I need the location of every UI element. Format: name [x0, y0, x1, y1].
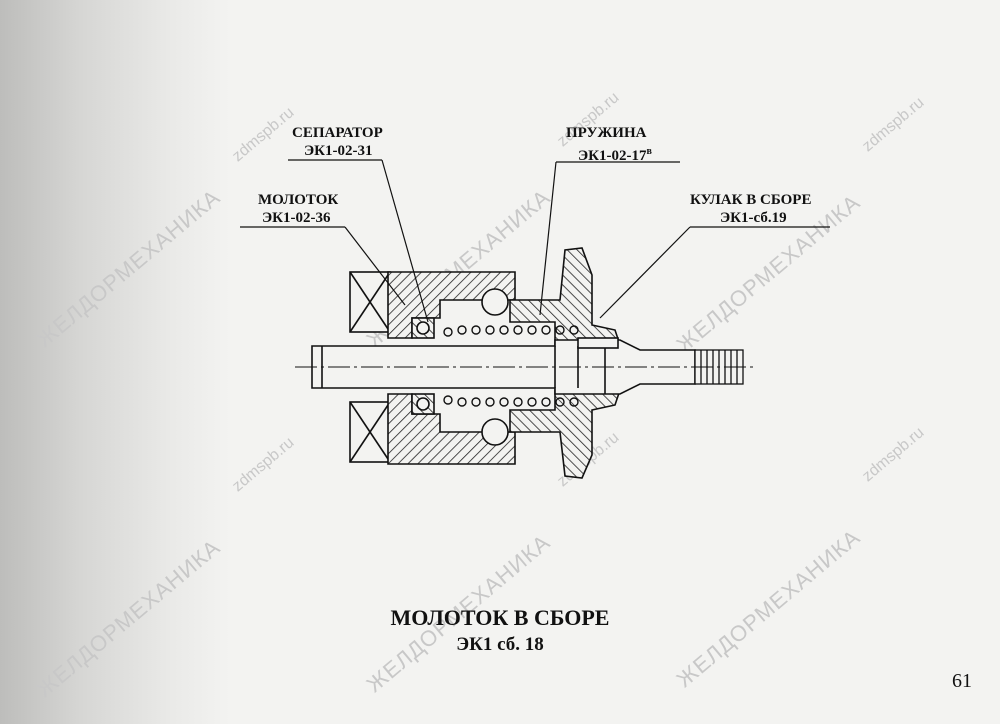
drawing-subtitle: ЭК1 сб. 18	[456, 634, 544, 655]
spring-bottom	[443, 395, 579, 407]
cam-housing-top	[509, 247, 622, 346]
cam-housing-bottom	[509, 389, 622, 479]
ball-bottom	[481, 418, 509, 446]
leader-lines	[240, 159, 830, 323]
ball-top	[481, 288, 509, 316]
left-lobe-top	[349, 271, 391, 333]
page-shadow	[0, 0, 230, 724]
spring-code: ЭК1-02-17в	[578, 146, 652, 164]
spring-label: ПРУЖИНА	[566, 125, 647, 141]
left-lobe-bottom	[349, 401, 391, 463]
hammer-label: МОЛОТОК	[258, 192, 339, 208]
cam-code: ЭК1-сб.19	[720, 210, 787, 226]
spring-top	[443, 325, 579, 337]
hammer-body-top	[387, 271, 516, 339]
hammer-code: ЭК1-02-36	[262, 210, 331, 226]
shaft-key	[577, 337, 619, 349]
separator-code: ЭК1-02-31	[304, 143, 373, 159]
page-number: 61	[952, 670, 972, 692]
cam-label: КУЛАК В СБОРЕ	[690, 192, 812, 208]
separator-label: СЕПАРАТОР	[292, 125, 383, 141]
drawing-title: МОЛОТОК В СБОРЕ	[390, 605, 610, 630]
